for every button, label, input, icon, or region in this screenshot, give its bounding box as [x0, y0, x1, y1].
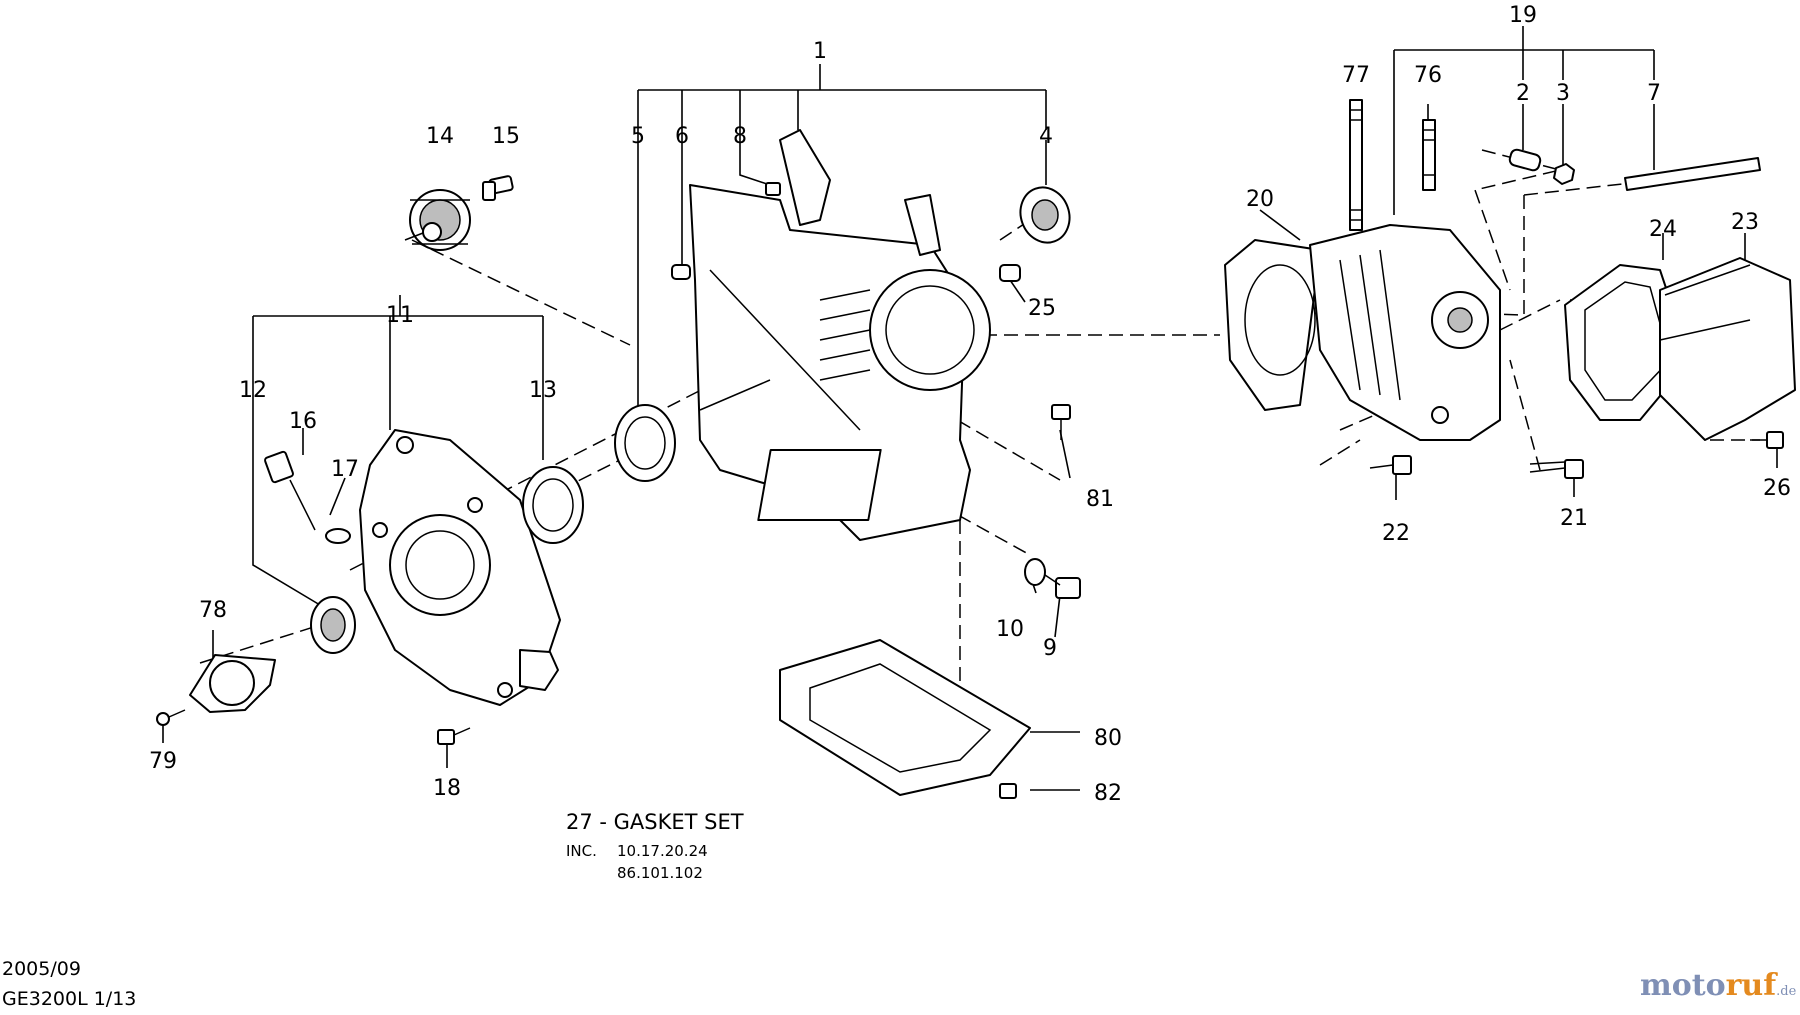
- oil-pan-part-80: [779, 639, 1031, 796]
- cylinder-head: [1309, 224, 1501, 441]
- bolt-part-22: [1369, 455, 1412, 475]
- oil-seal-part-12: [310, 596, 356, 654]
- dowel-part-6: [671, 264, 691, 280]
- motoruf-watermark-logo: motoruf.de: [1640, 968, 1796, 1003]
- callout-number-13: 13: [529, 378, 557, 403]
- head-gasket-part-20: [1224, 239, 1321, 411]
- nut-part-3: [1553, 163, 1575, 185]
- callout-number-80: 80: [1094, 726, 1122, 751]
- callout-number-23: 23: [1731, 210, 1759, 235]
- bearing-part-13: [522, 466, 584, 544]
- dowel-part-25: [999, 264, 1021, 282]
- callout-brackets: [162, 26, 1778, 791]
- callout-number-21: 21: [1560, 506, 1588, 531]
- callout-number-2: 2: [1516, 81, 1530, 106]
- callout-number-22: 22: [1382, 521, 1410, 546]
- bolt-part-82: [999, 783, 1017, 799]
- oil-seal-part-4: [1019, 186, 1071, 244]
- washer-part-10: [1024, 558, 1046, 586]
- footer-date: 2005/09: [2, 958, 81, 980]
- o-ring-part-17: [325, 528, 351, 544]
- cover-plate-part-78: [189, 654, 276, 713]
- callout-number-3: 3: [1556, 81, 1570, 106]
- crankcase-part-1: [689, 129, 991, 541]
- bolt-part-79: [156, 709, 186, 726]
- callout-number-26: 26: [1763, 476, 1791, 501]
- dipstick-part-16: [264, 450, 316, 531]
- callout-number-8: 8: [733, 124, 747, 149]
- bolt-part-18: [437, 727, 471, 745]
- watermark-part-a: moto: [1640, 968, 1726, 1003]
- callout-number-14: 14: [426, 124, 454, 149]
- callout-number-11: 11: [386, 303, 414, 328]
- bolt-part-81: [1051, 404, 1071, 440]
- callout-number-5: 5: [631, 124, 645, 149]
- callout-number-82: 82: [1094, 781, 1122, 806]
- valve-cover-part-23: [1659, 257, 1796, 441]
- footer-model-page: GE3200L 1/13: [2, 988, 137, 1010]
- callout-number-77: 77: [1342, 63, 1370, 88]
- watermark-part-b: ruf: [1725, 968, 1777, 1003]
- callout-number-10: 10: [996, 617, 1024, 642]
- callout-number-19: 19: [1509, 3, 1537, 28]
- stud-part-76: [1422, 119, 1436, 191]
- callout-number-25: 25: [1028, 296, 1056, 321]
- crankcase-cover-part-11: [359, 429, 561, 706]
- callout-number-81: 81: [1086, 487, 1114, 512]
- callout-number-12: 12: [239, 378, 267, 403]
- callout-number-24: 24: [1649, 217, 1677, 242]
- callout-number-6: 6: [675, 124, 689, 149]
- gasket-set-includes-label: INC.: [566, 842, 597, 860]
- gear-part-14: [404, 189, 471, 251]
- callout-number-17: 17: [331, 457, 359, 482]
- callout-number-78: 78: [199, 598, 227, 623]
- bearing-part-5: [614, 404, 676, 482]
- bolt-part-8: [765, 182, 781, 196]
- callout-number-1: 1: [813, 39, 827, 64]
- callout-number-76: 76: [1414, 63, 1442, 88]
- gasket-set-includes-line-1: 10.17.20.24: [617, 842, 708, 860]
- watermark-part-c: .de: [1776, 984, 1797, 999]
- stud-part-77: [1349, 99, 1363, 231]
- gasket-set-includes-line-2: 86.101.102: [617, 864, 703, 882]
- pin-part-2: [1508, 148, 1542, 172]
- callout-number-15: 15: [492, 124, 520, 149]
- bolt-part-21: [1529, 459, 1584, 479]
- callout-number-7: 7: [1647, 81, 1661, 106]
- callout-number-79: 79: [149, 749, 177, 774]
- callout-number-16: 16: [289, 409, 317, 434]
- callout-number-20: 20: [1246, 187, 1274, 212]
- callout-number-9: 9: [1043, 636, 1057, 661]
- stud-rod-part-7: [1624, 157, 1761, 191]
- gasket-set-title: 27 - GASKET SET: [566, 810, 744, 834]
- pin-part-15: [482, 175, 514, 201]
- drain-plug-part-9: [1044, 574, 1081, 599]
- callout-number-18: 18: [433, 776, 461, 801]
- callout-number-4: 4: [1039, 124, 1053, 149]
- bolt-part-26: [1750, 431, 1784, 449]
